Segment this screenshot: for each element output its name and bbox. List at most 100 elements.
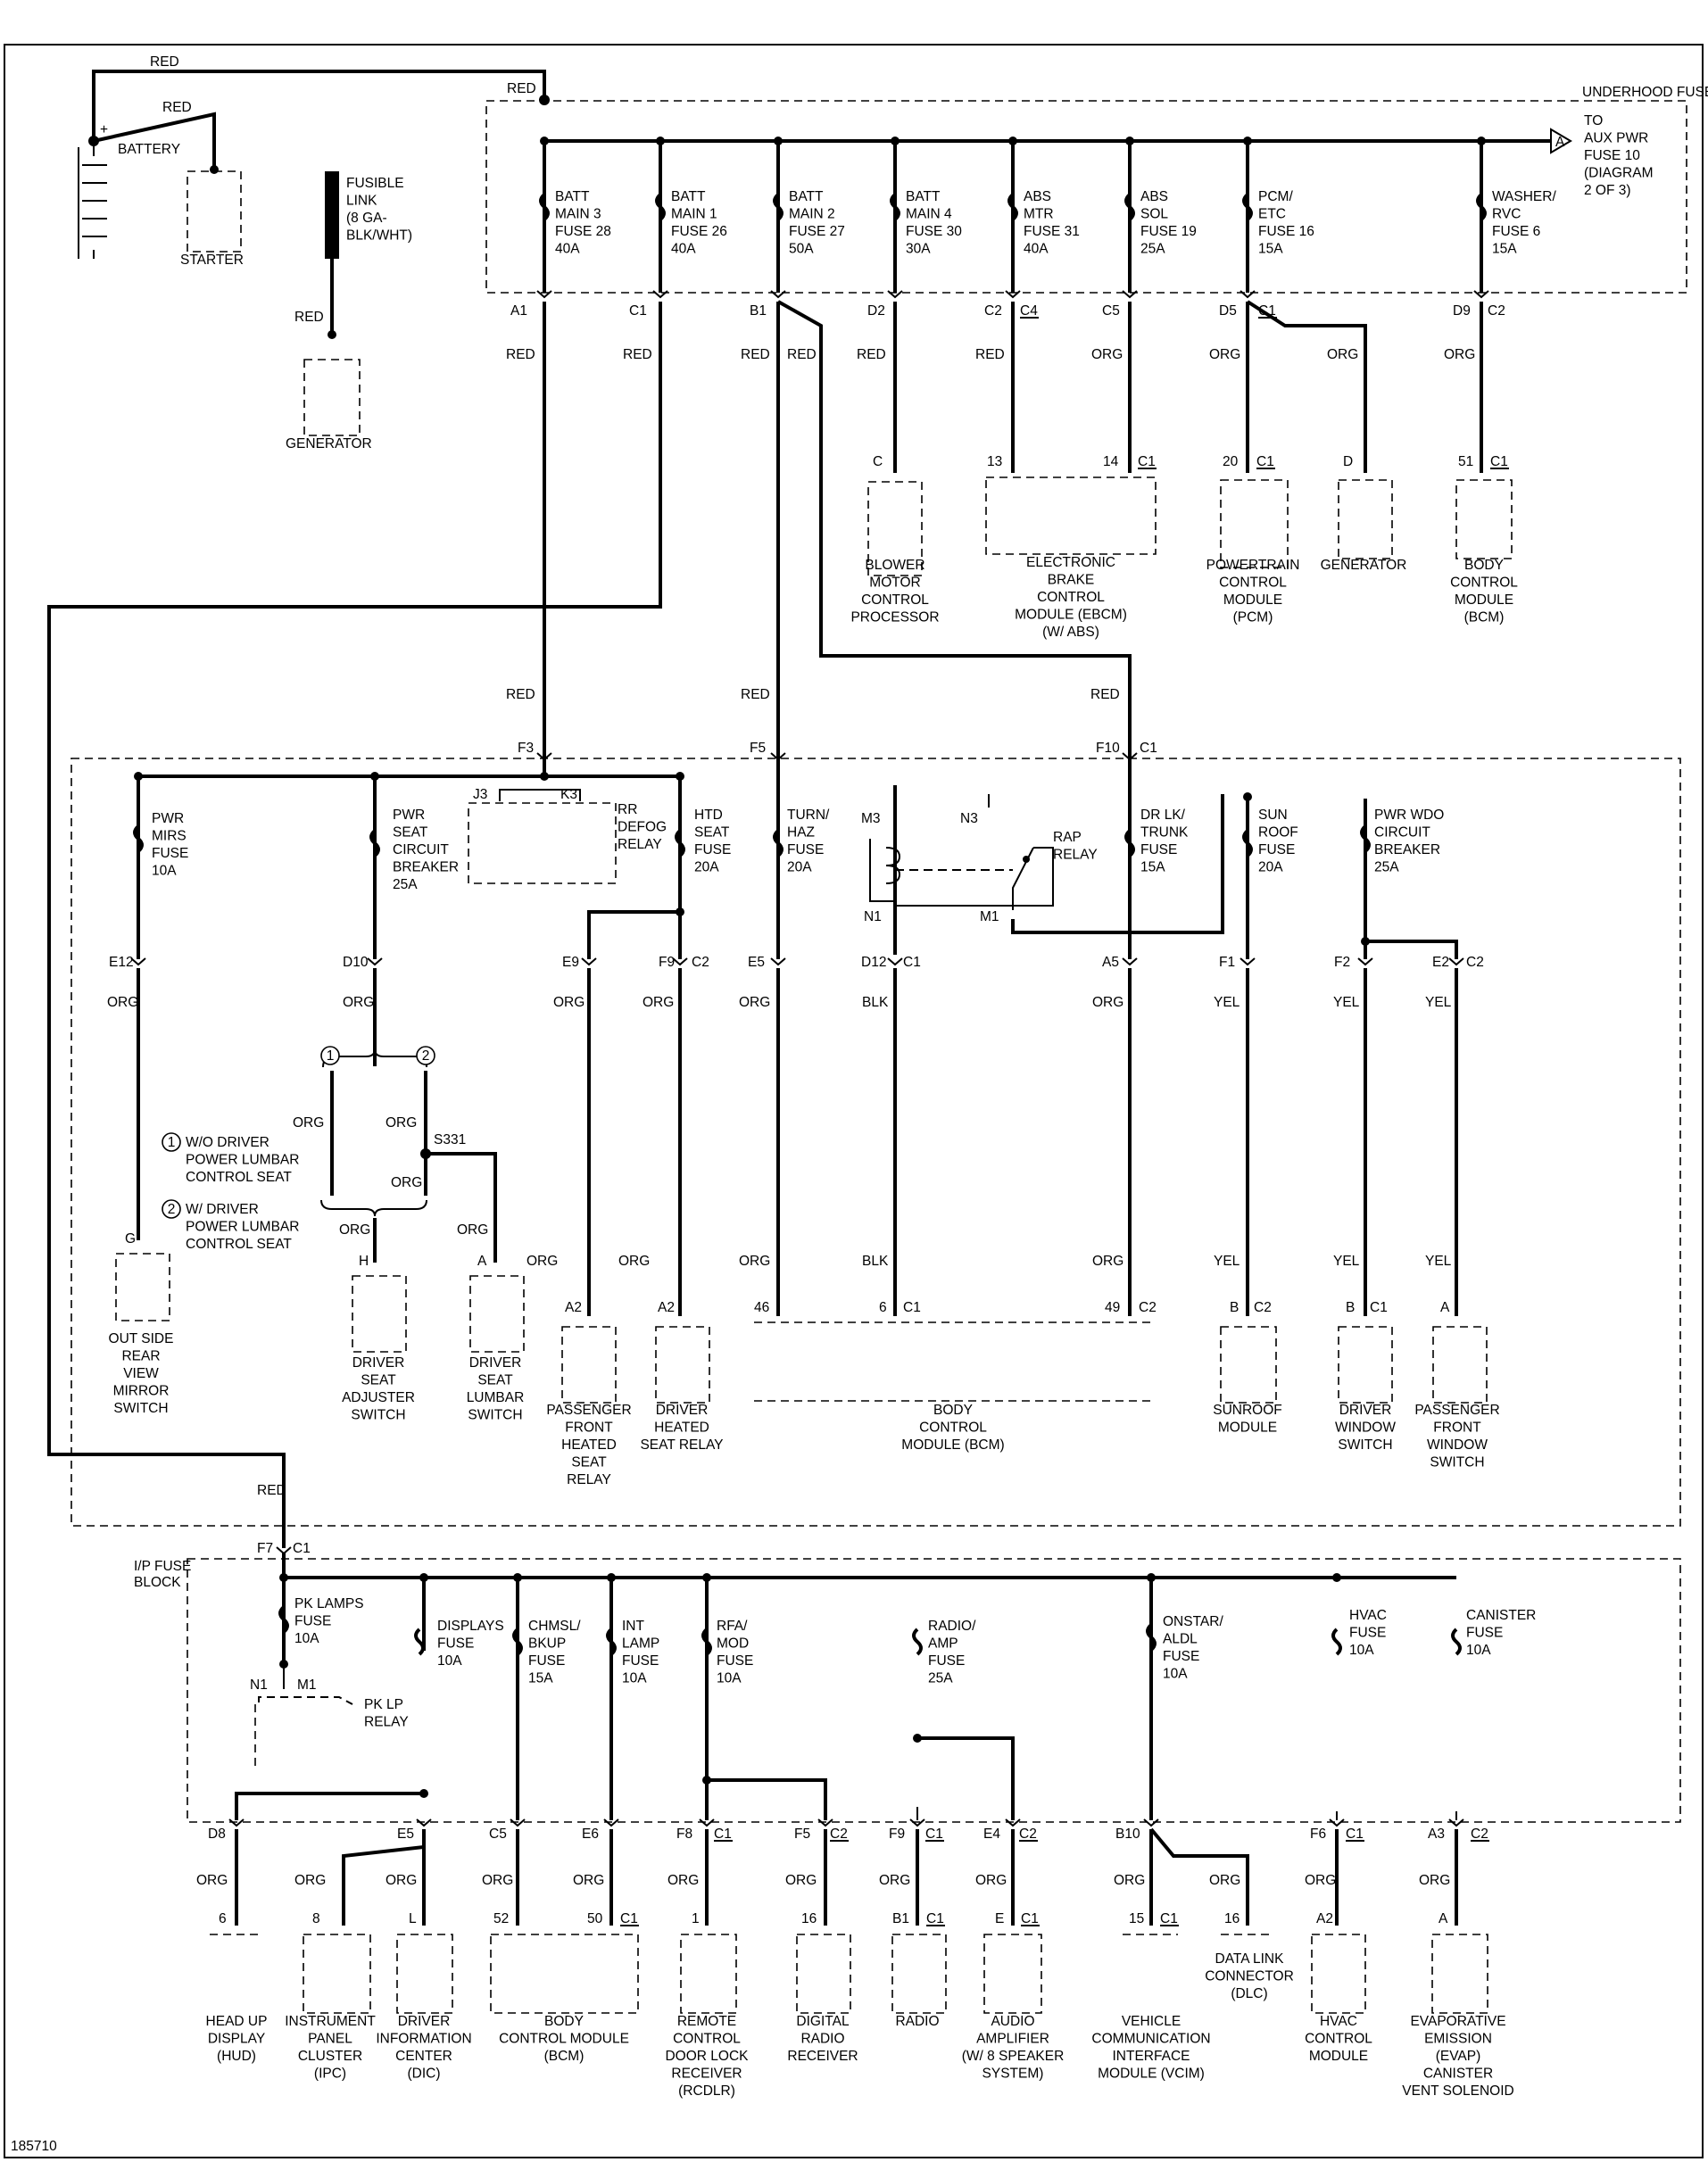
connector-icon — [672, 957, 688, 966]
label: 49 — [1105, 1300, 1120, 1315]
label: PASSENGER — [546, 1403, 631, 1418]
label: PROCESSOR — [850, 610, 939, 625]
label: SEAT — [477, 1373, 513, 1388]
label: WASHER/ — [1492, 189, 1556, 204]
connector-icon — [130, 957, 146, 966]
label: 10A — [622, 1671, 647, 1686]
label: C1 — [903, 955, 921, 970]
label: SOL — [1140, 207, 1168, 222]
fuse-icon — [1007, 193, 1018, 221]
label: FUSE — [622, 1653, 659, 1669]
label: (W/ ABS) — [1042, 625, 1099, 640]
label: FUSE — [1258, 842, 1295, 857]
junction-dot — [134, 772, 143, 781]
label: M1 — [980, 909, 999, 924]
label: 6 — [219, 1911, 227, 1926]
label: SWITCH — [113, 1401, 168, 1416]
label: POWER LUMBAR — [186, 1220, 299, 1235]
label: 15 — [1129, 1911, 1144, 1926]
label: ORG — [667, 1873, 699, 1888]
label: MIRROR — [113, 1384, 170, 1399]
label: A2 — [565, 1300, 582, 1315]
label: FUSE — [694, 842, 731, 857]
fuse-icon — [912, 1628, 923, 1656]
label: M1 — [297, 1677, 317, 1693]
label: LINK — [346, 194, 377, 209]
label: ORG — [1091, 347, 1123, 362]
label: (DIAGRAM — [1584, 166, 1654, 181]
label: F7 — [257, 1541, 273, 1556]
label: RVC — [1492, 207, 1521, 222]
label: COMMUNICATION — [1091, 2032, 1210, 2047]
connector-icon — [536, 752, 552, 761]
label: HVAC — [1320, 2014, 1357, 2029]
label: ORG — [1305, 1873, 1336, 1888]
label: ORG — [339, 1222, 370, 1238]
generator-box — [303, 359, 361, 436]
label: CONNECTOR — [1205, 1969, 1294, 1984]
label: RED — [150, 54, 179, 70]
label: CONTROL — [1305, 2032, 1372, 2047]
label: C5 — [1102, 303, 1120, 319]
junction-dot — [913, 1734, 922, 1743]
label: (DLC) — [1231, 1986, 1267, 2001]
label: 50A — [789, 242, 814, 257]
label: FUSE — [1140, 842, 1177, 857]
label: RADIO — [800, 2032, 844, 2047]
label: MAIN 1 — [671, 207, 717, 222]
label: ONSTAR/ — [1163, 1614, 1223, 1629]
label: DOOR LOCK — [665, 2049, 749, 2064]
label: (DIC) — [407, 2067, 440, 2082]
junction-dot — [419, 1789, 428, 1798]
label: L — [409, 1911, 417, 1926]
connector-icon — [770, 290, 786, 299]
label: BRAKE — [1048, 573, 1095, 588]
rcdlr-box — [680, 1934, 737, 2014]
connector-icon — [416, 1818, 432, 1827]
label: A1 — [510, 303, 527, 319]
label: ABS — [1140, 189, 1168, 204]
label: W/ DRIVER — [186, 1202, 259, 1217]
label: ADJUSTER — [342, 1390, 415, 1405]
label: (EVAP) — [1436, 2049, 1481, 2064]
label: SUNROOF — [1213, 1403, 1282, 1418]
junction-dot — [1361, 937, 1370, 946]
label: 13 — [987, 454, 1002, 469]
hvac-box — [1311, 1934, 1366, 2014]
label: A2 — [658, 1300, 675, 1315]
option-brace — [320, 1199, 427, 1217]
label: TO — [1584, 113, 1603, 128]
label: ABS — [1024, 189, 1051, 204]
label: ORG — [879, 1873, 910, 1888]
label: MODULE (VCIM) — [1098, 2067, 1205, 2082]
pass-window-box — [1432, 1326, 1488, 1404]
junction-dot — [1023, 856, 1030, 863]
label: C2 — [830, 1827, 848, 1842]
label: MODULE (BCM) — [901, 1437, 1004, 1453]
starter-box — [187, 170, 242, 253]
label: SEAT — [571, 1455, 607, 1470]
label: DATA LINK — [1215, 1951, 1285, 1967]
label: CANISTER — [1423, 2067, 1493, 2082]
wire — [499, 789, 581, 801]
label: E4 — [983, 1827, 1000, 1842]
wire — [426, 1152, 497, 1263]
label: BLK/WHT) — [346, 228, 412, 244]
label: FRONT — [1433, 1421, 1481, 1436]
label: HTD — [694, 808, 723, 823]
label: BLK — [862, 1254, 889, 1269]
connector-icon — [817, 1818, 833, 1827]
label: RED — [506, 347, 535, 362]
label: E5 — [748, 955, 765, 970]
junction-dot — [702, 1573, 711, 1582]
label: RED — [257, 1483, 286, 1498]
label: A5 — [1102, 955, 1119, 970]
fuse-icon — [1451, 1628, 1462, 1656]
label: RED — [787, 347, 817, 362]
label: CONTROL — [861, 592, 929, 608]
fuse-icon — [1242, 193, 1253, 221]
label: 185710 — [11, 2139, 57, 2154]
label: BATT — [671, 189, 706, 204]
legend-circle-icon — [162, 1132, 181, 1152]
